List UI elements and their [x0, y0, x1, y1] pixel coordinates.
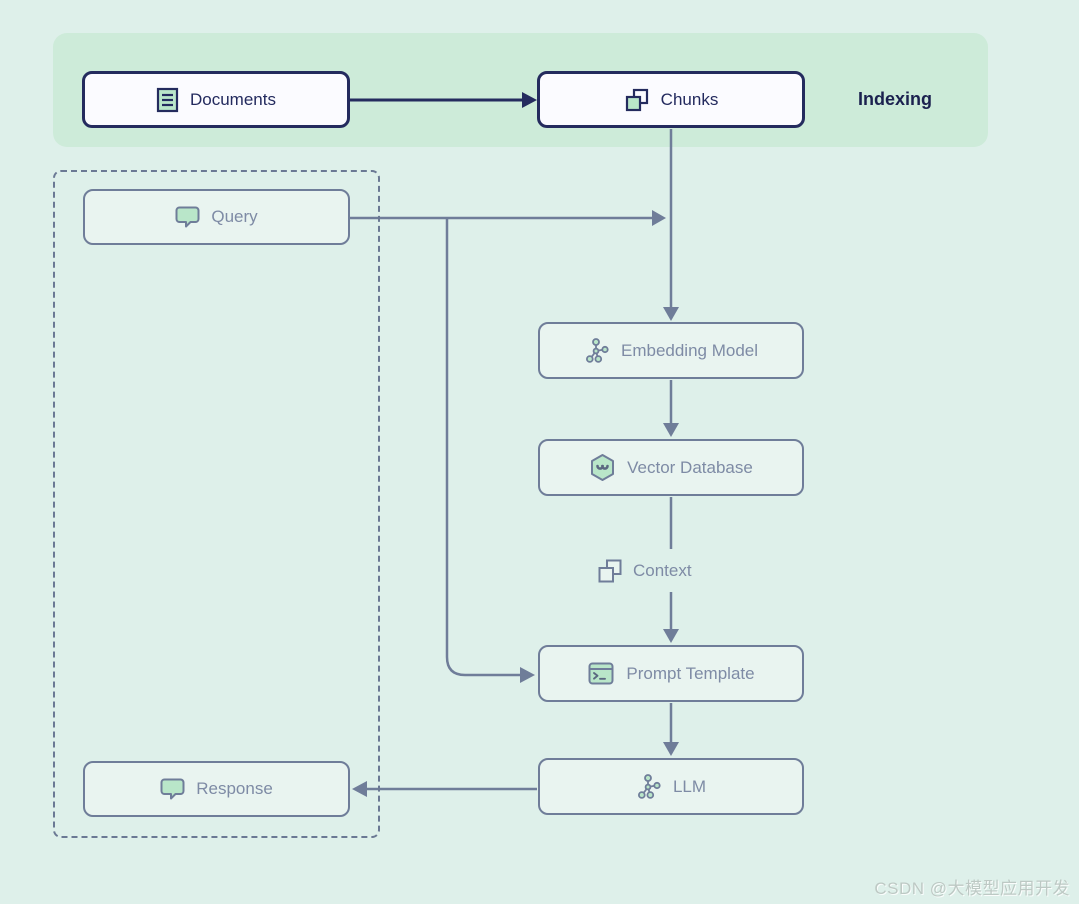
node-llm-label: LLM: [672, 776, 707, 796]
arrowhead-right-into-prompt: [520, 667, 535, 683]
node-chunks-label: Chunks: [660, 89, 719, 109]
slate-arrowheads: [352, 210, 679, 797]
chunks-outline-icon: [598, 559, 622, 583]
node-llm: LLM: [538, 758, 804, 815]
arrowhead-down-into-prompt: [663, 629, 679, 643]
terminal-icon: [588, 662, 614, 685]
node-query: Query: [83, 189, 350, 245]
graph-nodes-icon: [585, 338, 609, 363]
arrowhead-right-query-join: [652, 210, 666, 226]
arrowhead-down-into-llm: [663, 742, 679, 756]
query-response-group-outline: [53, 170, 380, 838]
chunks-icon: [625, 88, 648, 111]
node-embedding-model-label: Embedding Model: [620, 340, 759, 360]
node-prompt-template: Prompt Template: [538, 645, 804, 702]
document-icon: [156, 87, 179, 112]
node-response: Response: [83, 761, 350, 817]
node-context: Context: [596, 551, 692, 591]
node-prompt-template-label: Prompt Template: [626, 663, 755, 683]
chat-bubble-icon: [160, 778, 185, 800]
node-documents-label: Documents: [190, 89, 276, 109]
graph-nodes-icon: [637, 774, 661, 799]
node-embedding-model: Embedding Model: [538, 322, 804, 379]
node-context-label: Context: [633, 561, 692, 580]
node-vector-database-label: Vector Database: [627, 457, 753, 477]
arrowhead-down-into-vectordb: [663, 423, 679, 437]
node-vector-database: Vector Database: [538, 439, 804, 496]
arrowhead-down-into-embedding: [663, 307, 679, 321]
indexing-section-title: Indexing: [857, 89, 932, 109]
csdn-watermark: CSDN @大模型应用开发: [874, 879, 1070, 898]
node-query-label: Query: [211, 207, 258, 226]
chat-bubble-icon: [175, 206, 200, 228]
node-chunks: Chunks: [537, 71, 805, 128]
hexagon-database-icon: [591, 454, 615, 481]
edge-query-to-prompt-branch: [445, 218, 520, 677]
node-response-label: Response: [196, 779, 273, 798]
node-documents: Documents: [82, 71, 350, 128]
